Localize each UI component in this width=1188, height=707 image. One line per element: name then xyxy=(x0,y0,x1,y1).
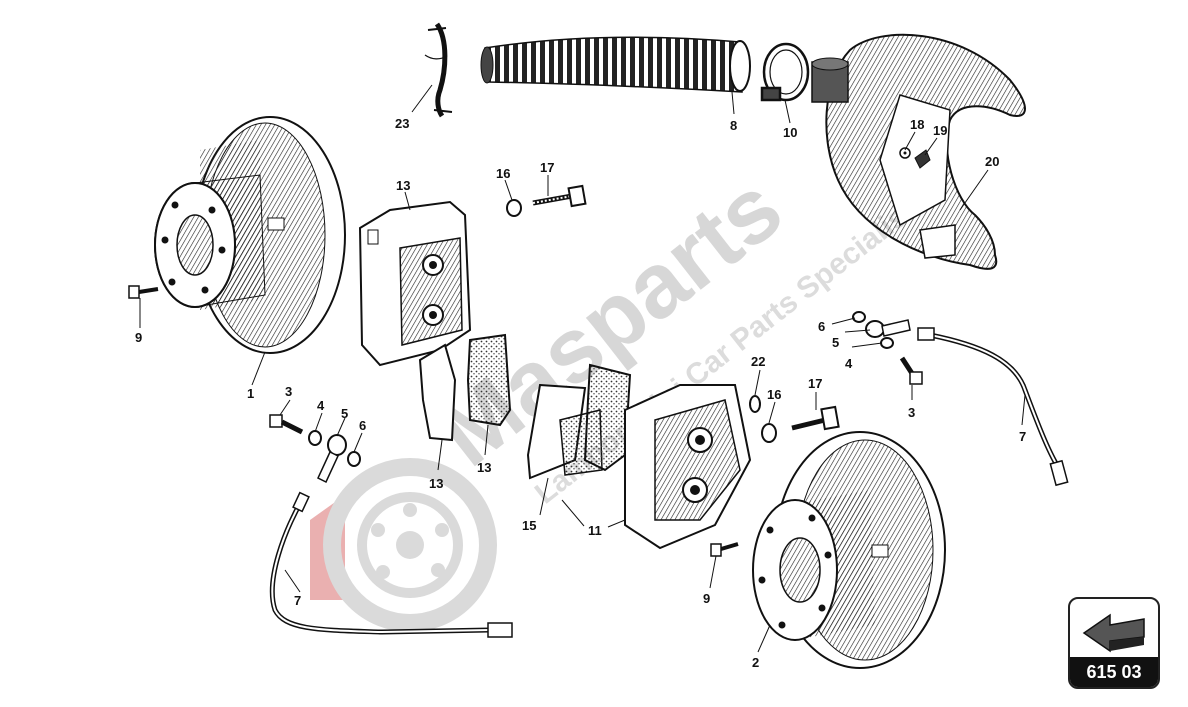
part-6-washer-right xyxy=(852,311,866,323)
callout-13-caliper: 13 xyxy=(396,178,410,193)
callout-8: 8 xyxy=(730,118,737,133)
callout-2: 2 xyxy=(752,655,759,670)
part-7-brake-hose-left xyxy=(269,491,513,638)
part-19-screw xyxy=(914,149,931,169)
part-1-brake-disc xyxy=(154,116,346,354)
callout-20: 20 xyxy=(985,154,999,169)
part-13-caliper-upper xyxy=(358,200,472,367)
callout-19: 19 xyxy=(933,123,947,138)
callout-5-right: 5 xyxy=(832,335,839,350)
callout-4-right: 4 xyxy=(845,356,853,371)
part-17-bolt-upper xyxy=(532,184,587,208)
callout-6-right: 6 xyxy=(818,319,825,334)
part-6-washer-left xyxy=(347,451,361,467)
part-13-pad-left xyxy=(418,343,457,442)
page-badge: 615 03 xyxy=(1068,597,1160,689)
callout-6-left: 6 xyxy=(359,418,366,433)
callout-18: 18 xyxy=(910,117,924,132)
part-2-brake-disc xyxy=(752,431,946,669)
part-4-washer-right xyxy=(880,337,894,349)
part-23-bracket xyxy=(424,22,453,118)
callout-9-upper: 9 xyxy=(135,330,142,345)
callout-3-left: 3 xyxy=(285,384,292,399)
part-5-banjo-left xyxy=(317,434,347,484)
callout-10: 10 xyxy=(783,125,797,140)
callout-17-upper: 17 xyxy=(540,160,554,175)
callout-9-lower: 9 xyxy=(703,591,710,606)
callout-1: 1 xyxy=(247,386,254,401)
callout-15: 15 xyxy=(522,518,536,533)
part-7-brake-hose-right xyxy=(917,327,1069,487)
callout-13-pad-left: 13 xyxy=(429,476,443,491)
callout-13-pad-right: 13 xyxy=(477,460,491,475)
part-10-clamp xyxy=(760,42,810,102)
callout-16-upper: 16 xyxy=(496,166,510,181)
watermark-wheel-icon xyxy=(310,458,497,632)
callout-16-lower: 16 xyxy=(767,387,781,402)
callout-labels: 23 8 10 18 19 20 16 17 13 9 1 6 5 4 3 7 … xyxy=(135,116,1026,670)
callout-7-right: 7 xyxy=(1019,429,1026,444)
part-11-caliper-lower xyxy=(624,384,752,550)
arrow-icon xyxy=(1082,613,1145,653)
part-5-banjo-right xyxy=(865,319,911,338)
callout-4-left: 4 xyxy=(317,398,325,413)
part-11-pad-b xyxy=(583,363,632,472)
callout-22: 22 xyxy=(751,354,765,369)
callout-17-lower: 17 xyxy=(808,376,822,391)
part-20-dust-shield xyxy=(811,33,1026,270)
callout-7-left: 7 xyxy=(294,593,301,608)
callout-5-left: 5 xyxy=(341,406,348,421)
part-18-washer xyxy=(899,147,911,159)
leader-lines xyxy=(139,84,1026,653)
part-3-banjo-bolt-left xyxy=(269,414,304,435)
part-9-bolt-lower xyxy=(710,542,739,557)
part-4-washer-left xyxy=(308,430,322,446)
part-16-washer-upper xyxy=(506,199,522,217)
part-13-pad-right xyxy=(466,333,512,427)
part-22-washer xyxy=(749,395,761,413)
part-16-washer-lower xyxy=(761,423,777,443)
part-3-banjo-bolt-right xyxy=(899,356,923,385)
part-8-hose xyxy=(480,36,751,93)
callout-3-right: 3 xyxy=(908,405,915,420)
callout-11: 11 xyxy=(588,523,602,538)
page-code: 615 03 xyxy=(1070,657,1158,687)
part-17-bolt-lower xyxy=(791,405,840,431)
part-9-bolt-upper xyxy=(128,285,159,299)
callout-23: 23 xyxy=(395,116,409,131)
